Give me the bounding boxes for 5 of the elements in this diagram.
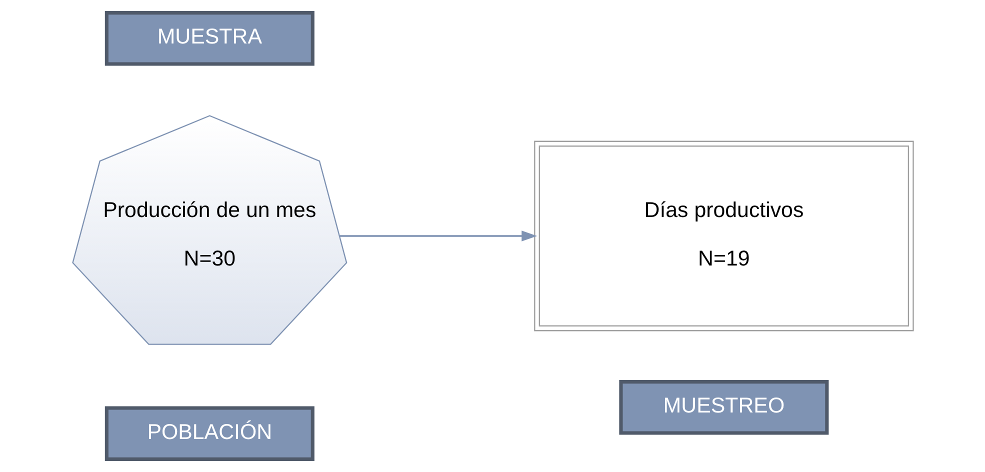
arrow [339, 230, 537, 242]
node-box: POBLACIÓN [104, 406, 314, 461]
node-box: Días productivos N=19 [534, 140, 914, 332]
node-box: MUESTRA [104, 11, 314, 66]
node-box: MUESTREO [618, 380, 828, 435]
